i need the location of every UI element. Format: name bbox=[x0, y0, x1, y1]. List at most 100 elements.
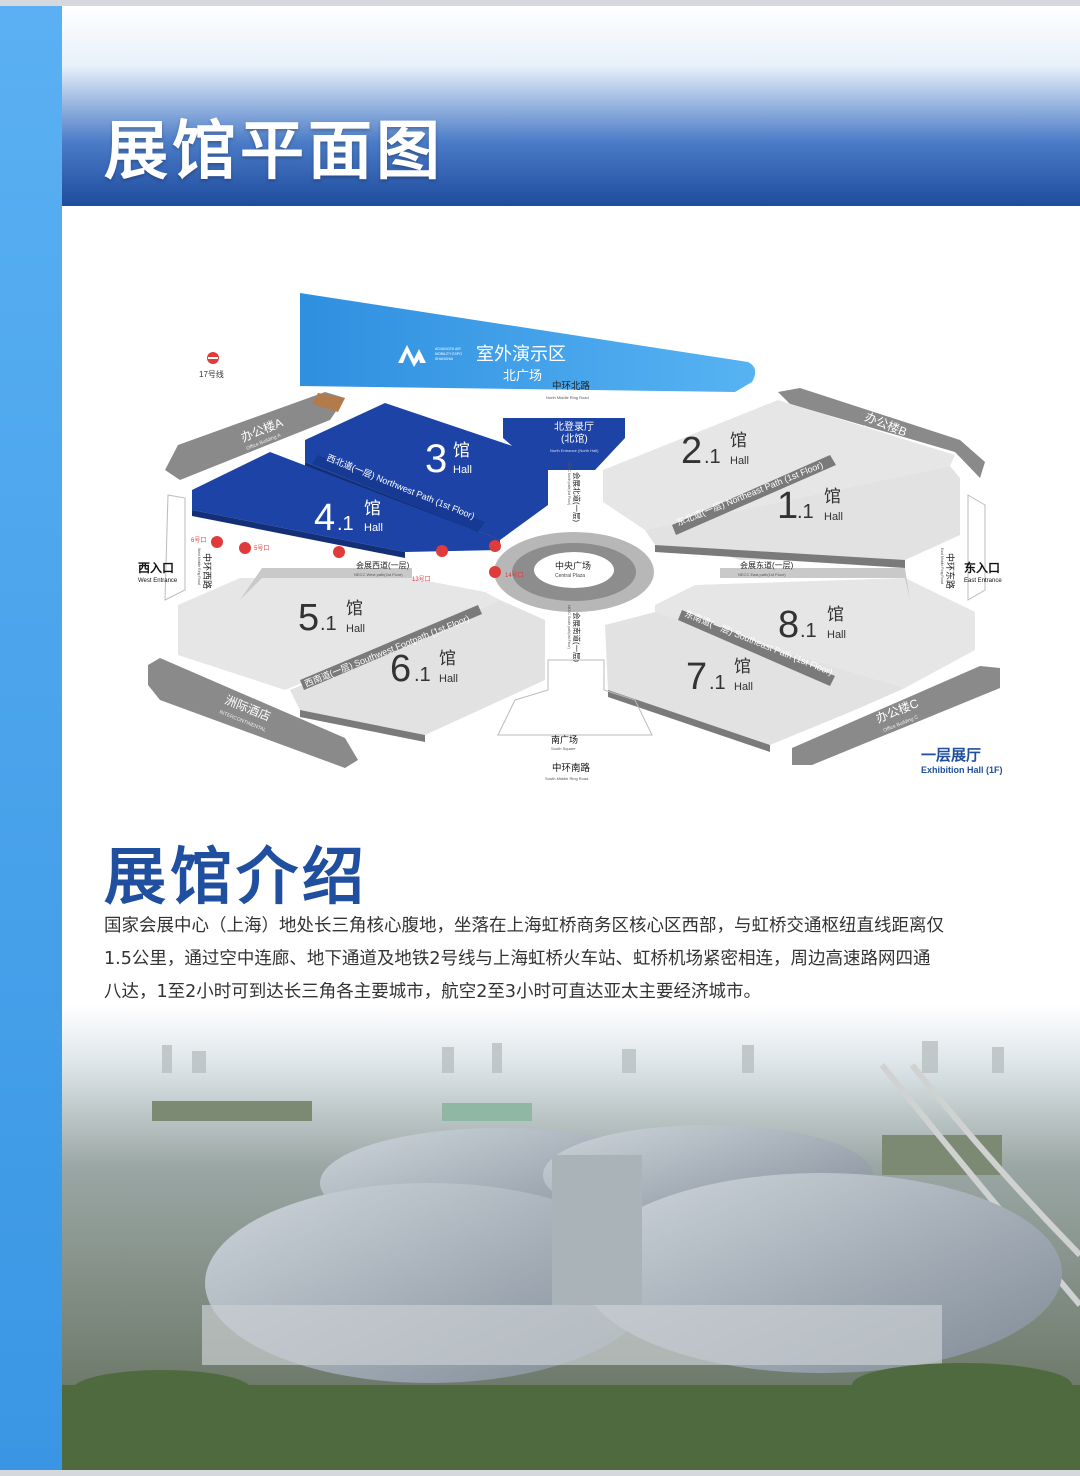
header-band bbox=[62, 6, 1080, 206]
svg-text:馆: 馆 bbox=[824, 487, 841, 506]
east-path-label: 会展东道(一层) bbox=[740, 560, 794, 570]
intercontinental-hotel bbox=[148, 658, 358, 768]
bottom-border bbox=[0, 1470, 1080, 1476]
metro-line17-icon bbox=[207, 352, 219, 364]
outdoor-demo-zone: ADVANCED AIR MOBILITY EXPO SHANGHAI 室外演示… bbox=[300, 293, 756, 392]
intro-paragraph: 国家会展中心（上海）地处长三角核心腹地，坐落在上海虹桥商务区核心区西部，与虹桥交… bbox=[104, 910, 1004, 1009]
svg-text:馆: 馆 bbox=[730, 431, 747, 450]
south-corridor-label: 会展南道(一层) bbox=[572, 612, 582, 662]
intro-line-2: 1.5公里，通过空中连廊、地下通道及地铁2号线与上海虹桥火车站、虹桥机场紧密相连… bbox=[104, 949, 931, 969]
central-plaza[interactable] bbox=[494, 532, 654, 612]
hall-5-1-label: 5 .1 馆 Hall bbox=[298, 597, 365, 639]
west-path-en: NECC West path(1st Floor) bbox=[354, 572, 403, 577]
svg-text:.1: .1 bbox=[704, 446, 721, 468]
hall-7-1[interactable] bbox=[605, 612, 905, 752]
svg-text:.1: .1 bbox=[337, 513, 354, 535]
page-title: 展馆平面图 bbox=[104, 115, 444, 189]
legend-label: 一层展厅 bbox=[921, 747, 981, 764]
south-road-en: South Middle Ring Road bbox=[545, 776, 588, 781]
svg-text:.1: .1 bbox=[709, 672, 726, 694]
hall-4-1-label: 4 .1 馆 Hall bbox=[314, 497, 383, 539]
svg-text:6: 6 bbox=[390, 648, 411, 690]
svg-text:.1: .1 bbox=[320, 613, 337, 635]
south-square-label: 南广场 bbox=[551, 734, 578, 745]
intro-line-3: 八达，1至2小时可到达长三角各主要城市，航空2至3小时可直达亚太主要经济城市。 bbox=[104, 982, 762, 1002]
north-hall-sub: (北馆) bbox=[561, 432, 588, 445]
floor-plan: ADVANCED AIR MOBILITY EXPO SHANGHAI 室外演示… bbox=[62, 206, 1080, 806]
svg-text:Hall: Hall bbox=[734, 681, 753, 693]
gate13-label: 13号口 bbox=[412, 576, 431, 583]
convention-center-building bbox=[202, 1125, 1062, 1383]
hall-5-1[interactable] bbox=[178, 578, 500, 690]
metro-gate-icons bbox=[211, 536, 501, 578]
aerial-photo bbox=[62, 1005, 1080, 1470]
svg-text:.1: .1 bbox=[800, 620, 817, 642]
gate5-label: 5号口 bbox=[254, 545, 269, 552]
svg-text:馆: 馆 bbox=[439, 649, 456, 668]
intro-line-1: 国家会展中心（上海）地处长三角核心腹地，坐落在上海虹桥商务区核心区西部，与虹桥交… bbox=[104, 916, 944, 936]
west-road-en: West Middle Ring Road bbox=[197, 548, 201, 585]
svg-text:Hall: Hall bbox=[827, 629, 846, 641]
svg-text:3: 3 bbox=[425, 437, 447, 481]
west-entrance-label: 西入口 bbox=[138, 561, 174, 575]
central-plaza-en: Central Plaza bbox=[555, 573, 585, 579]
office-building-a bbox=[165, 392, 345, 480]
east-road-en: East Middle Ring Road bbox=[940, 548, 944, 584]
office-building-c bbox=[792, 666, 1000, 765]
left-accent-bar bbox=[0, 6, 62, 1476]
east-road-label: 中环东路 bbox=[945, 553, 956, 589]
west-road-label: 中环西路 bbox=[202, 553, 213, 589]
brand-logo bbox=[398, 345, 426, 367]
office-building-b bbox=[778, 388, 985, 478]
svg-text:Hall: Hall bbox=[824, 511, 843, 523]
hall-1-1-label: 1 .1 馆 Hall bbox=[777, 485, 843, 527]
svg-text:Hall: Hall bbox=[730, 455, 749, 467]
svg-text:5: 5 bbox=[298, 597, 319, 639]
north-square-label: 北广场 bbox=[503, 368, 542, 383]
central-plaza-label: 中央广场 bbox=[555, 560, 591, 571]
svg-text:Hall: Hall bbox=[364, 522, 383, 534]
hall-8-1-label: 8 .1 馆 Hall bbox=[778, 604, 846, 646]
north-hall-en: North Entrance (North Hall) bbox=[550, 448, 599, 453]
svg-text:4: 4 bbox=[314, 497, 335, 539]
brand-line-3: SHANGHAI bbox=[435, 357, 453, 361]
legend-en: Exhibition Hall (1F) bbox=[921, 765, 1003, 775]
intro-title: 展馆介绍 bbox=[104, 840, 369, 913]
svg-text:.1: .1 bbox=[797, 501, 814, 523]
north-entrance-hall[interactable] bbox=[503, 418, 625, 470]
svg-text:.1: .1 bbox=[414, 664, 431, 686]
hall-2-1-label: 2 .1 馆 Hall bbox=[681, 430, 749, 472]
north-hall-label: 北登录厅 bbox=[554, 420, 594, 433]
city-skyline bbox=[162, 1041, 1004, 1073]
hall-3-label: 3 馆 Hall bbox=[425, 437, 472, 481]
west-entrance-en: West Entrance bbox=[138, 578, 178, 584]
trees bbox=[62, 1363, 1080, 1470]
svg-text:馆: 馆 bbox=[364, 499, 381, 518]
svg-text:2: 2 bbox=[681, 430, 702, 472]
west-path-label: 会展西道(一层) bbox=[356, 560, 410, 570]
north-road-en: North Middle Ring Road bbox=[546, 395, 589, 400]
hall-8-1[interactable] bbox=[655, 578, 975, 688]
outdoor-zone-title: 室外演示区 bbox=[476, 344, 566, 364]
hall-4-1[interactable] bbox=[192, 452, 500, 558]
svg-text:馆: 馆 bbox=[827, 605, 844, 624]
gate6-label: 6号口 bbox=[191, 537, 206, 544]
south-square-en: South Square bbox=[551, 746, 576, 751]
parking-fields bbox=[152, 1101, 1002, 1175]
hall-7-1-label: 7 .1 馆 Hall bbox=[686, 656, 753, 698]
north-corridor-en: NECC North path(1st Floor) bbox=[567, 462, 571, 505]
hall-6-1-label: 6 .1 馆 Hall bbox=[390, 648, 458, 690]
brand-line-2: MOBILITY EXPO bbox=[435, 352, 462, 356]
svg-text:7: 7 bbox=[686, 656, 707, 698]
hall-1-1[interactable] bbox=[645, 466, 960, 568]
hall-6-1[interactable] bbox=[290, 600, 545, 742]
svg-text:1: 1 bbox=[777, 485, 798, 527]
svg-text:Hall: Hall bbox=[453, 464, 472, 476]
svg-text:Hall: Hall bbox=[346, 623, 365, 635]
north-corridor-label: 会展北道(一层) bbox=[572, 472, 582, 522]
south-corridor-en: NECC South path(1st Floor) bbox=[567, 605, 571, 649]
hall-2-1[interactable] bbox=[603, 400, 955, 530]
metro-line17-label: 17号线 bbox=[199, 369, 224, 379]
north-road-label: 中环北路 bbox=[552, 380, 591, 392]
